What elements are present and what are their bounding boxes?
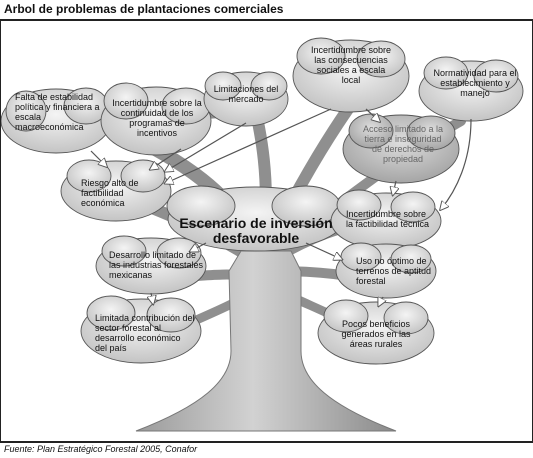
cloud-falta-estabilidad (1, 87, 112, 154)
cloud-acceso-limitado (342, 113, 460, 184)
cloud-incertidumbre-tecnica (330, 189, 442, 250)
cause-limitaciones-mercado: Limitaciones del mercado (213, 84, 279, 104)
cloud-pocos-beneficios (317, 299, 435, 365)
cloud-incertidumbre-programas (100, 82, 212, 156)
cloud-limitada-contribucion (80, 295, 202, 364)
page-title: Arbol de problemas de plantaciones comer… (4, 2, 284, 16)
cloud-uso-no-optimo (335, 242, 437, 299)
cause-incertidumbre-programas: Incertidumbre sobre la continuidad de lo… (112, 98, 202, 138)
cloud-escenario-central (166, 185, 345, 252)
central-problem: Escenario de inversión desfavorable (179, 215, 333, 246)
title-divider (0, 19, 533, 20)
effect-uso-no-optimo: Uso no óptimo de terrenos de aptitud for… (356, 256, 432, 286)
cause-effect-arrows (90, 108, 472, 305)
cause-incertidumbre-tecnica: Incertidumbre sobre la factibilidad técn… (346, 209, 430, 229)
cloud-limitaciones-mercado (203, 71, 289, 127)
cause-riesgo-alto: Riesgo alto de factibilidad económica (81, 178, 139, 208)
effect-pocos-beneficios: Pocos beneficios generados en las áreas … (341, 319, 411, 349)
effect-limitada-contribucion: Limitada contribución del sector foresta… (95, 313, 195, 353)
tree-trunk (135, 250, 397, 432)
diagram-frame: Falta de estabilidad política y financie… (0, 20, 533, 442)
cloud-desarrollo-limitado (95, 235, 207, 295)
cause-acceso-limitado: Acceso limitado a la tierra e insegurida… (362, 124, 444, 164)
source-note: Fuente: Plan Estratégico Forestal 2005, … (4, 444, 198, 454)
cause-incertidumbre-social: Incertidumbre sobre las consecuencias so… (310, 45, 392, 85)
footer-divider (0, 442, 533, 443)
effect-desarrollo-limitado: Desarrollo limitado de las industrias fo… (109, 250, 204, 280)
cause-falta-estabilidad: Falta de estabilidad política y financie… (15, 92, 100, 132)
tree-diagram (1, 37, 524, 432)
cloud-normatividad (418, 56, 524, 122)
cloud-incertidumbre-social (292, 37, 410, 113)
cause-normatividad: Normatividad para el establecimiento y m… (433, 68, 517, 98)
